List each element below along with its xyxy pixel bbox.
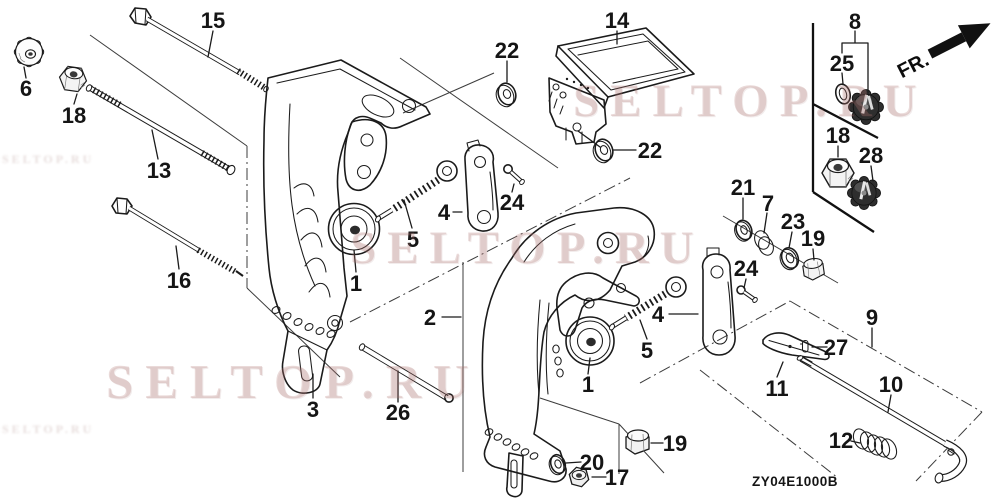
callout-15: 15 [201, 8, 225, 33]
part-pin-24-left [502, 164, 525, 186]
part-castle-nut-8 [848, 89, 884, 125]
part-washer-21 [734, 219, 753, 242]
callout-8: 8 [849, 9, 861, 34]
callout-22: 22 [495, 38, 519, 63]
part-tilt-rod-10 [796, 354, 967, 484]
part-spring-washer-7 [754, 230, 774, 256]
callout-25: 25 [830, 51, 854, 76]
part-pivot-tube-26 [358, 343, 454, 403]
callout-5: 5 [641, 338, 653, 363]
callout-20: 20 [580, 450, 604, 475]
callout-28: 28 [859, 143, 883, 168]
callout-7: 7 [762, 191, 774, 216]
callout-10: 10 [879, 372, 903, 397]
part-bolt-15 [129, 7, 269, 93]
callout-21: 21 [731, 175, 755, 200]
callout-19: 19 [801, 226, 825, 251]
callout-18: 18 [826, 123, 850, 148]
callout-16: 16 [167, 268, 191, 293]
part-mount-rubber-1-left [327, 202, 381, 256]
part-adjusting-bolt-5-left [374, 160, 458, 223]
callout-3: 3 [307, 397, 319, 422]
callout-14: 14 [605, 8, 630, 33]
part-cap-nut-19-lower [625, 429, 650, 455]
part-anchor-bracket-14 [548, 27, 695, 145]
callout-18: 18 [62, 103, 86, 128]
callout-9: 9 [866, 305, 878, 330]
callout-13: 13 [147, 158, 171, 183]
callout-27: 27 [824, 335, 848, 360]
callout-numbers: 1123445567891011121314151617181819192021… [20, 8, 903, 490]
callout-4: 4 [438, 200, 451, 225]
callout-2: 2 [424, 305, 436, 330]
callout-6: 6 [20, 76, 32, 101]
part-wedge-11 [762, 332, 830, 361]
part-cap-nut-19-upper [801, 256, 826, 282]
part-adjusting-bolt-5-right [608, 276, 687, 331]
callout-23: 23 [781, 209, 805, 234]
construction-lines [89, 23, 983, 482]
callout-1: 1 [582, 372, 594, 397]
callout-11: 11 [765, 376, 788, 401]
part-washer-23 [779, 247, 800, 271]
part-link-arm-4-right [701, 247, 736, 356]
part-washer-22-right [592, 138, 614, 164]
callout-24: 24 [500, 190, 525, 215]
part-link-arm-4-left [464, 139, 499, 232]
callout-22: 22 [638, 138, 662, 163]
part-stern-bracket-left [262, 59, 431, 394]
part-washer-25 [834, 83, 852, 105]
part-washer-22-top [495, 82, 517, 108]
part-clip-27 [799, 339, 809, 353]
fr-label: FR. [894, 49, 933, 83]
part-castle-nut-28 [846, 175, 882, 211]
callout-4: 4 [652, 302, 665, 327]
callout-19: 19 [663, 431, 687, 456]
fr-direction-arrow: FR. [894, 23, 991, 83]
part-spring-12 [852, 428, 898, 460]
diagram-code: ZY04E1000B [752, 474, 838, 489]
part-stud-bolt-13 [85, 84, 236, 176]
callout-17: 17 [605, 465, 629, 490]
part-nut-18-left [57, 64, 89, 94]
part-stern-bracket-right [481, 206, 656, 498]
part-nut-6 [13, 36, 45, 68]
callout-5: 5 [407, 227, 419, 252]
part-washer-20 [548, 453, 567, 476]
leader-lines [23, 30, 892, 478]
part-nut-18-right [821, 158, 855, 188]
callout-1: 1 [350, 271, 362, 296]
part-pin-24-right [736, 285, 758, 303]
callout-24: 24 [734, 256, 759, 281]
part-bolt-16 [111, 197, 244, 277]
callout-26: 26 [386, 400, 410, 425]
callout-12: 12 [829, 428, 853, 453]
